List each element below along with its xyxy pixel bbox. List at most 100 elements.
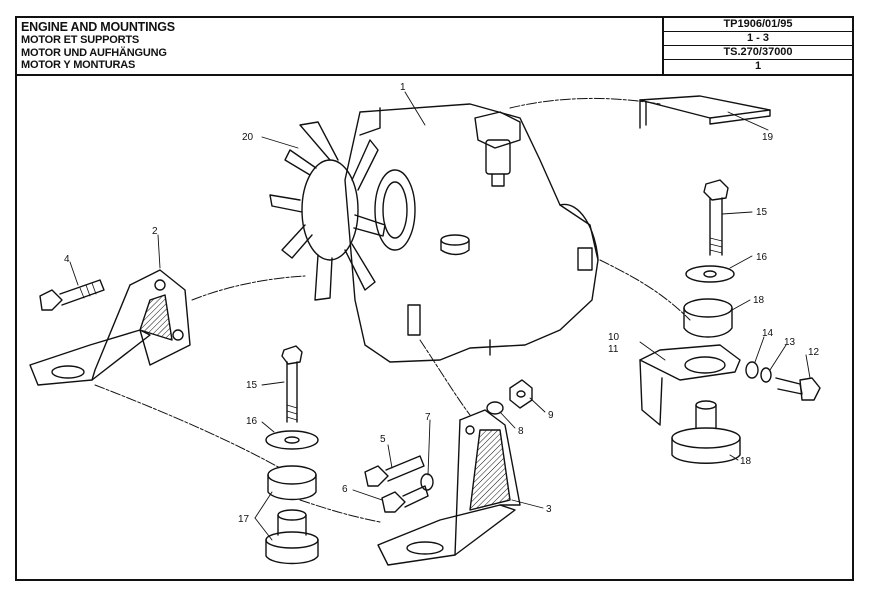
- bracket-3-upright: [459, 409, 521, 506]
- callout-17: 17: [238, 514, 250, 525]
- leader-2: [157, 234, 161, 269]
- leader-15b: [721, 211, 753, 215]
- drawing-sheet: ENGINE AND MOUNTINGS MOTOR ET SUPPORTS M…: [15, 16, 854, 581]
- bolt-15-head: [281, 345, 303, 365]
- engine-assembly: [344, 103, 599, 363]
- engine-top-edge: [359, 107, 381, 136]
- oil-filler-neck: [440, 239, 470, 256]
- bracket-3-base-hole: [406, 541, 444, 555]
- washer-16: [265, 430, 319, 450]
- starter-bracket: [474, 111, 521, 149]
- right-engine-bracket: [377, 409, 521, 566]
- starter-motor: [485, 139, 511, 175]
- leader-20: [261, 136, 299, 149]
- leader-lines: [69, 91, 811, 541]
- leader-8: [499, 411, 516, 429]
- callout-9: 9: [548, 410, 554, 421]
- leader-16b: [729, 255, 753, 269]
- fan-blade-7: [353, 214, 386, 237]
- fan-blade-1: [299, 121, 339, 161]
- callout-15b: 15: [756, 207, 768, 218]
- rubber-mount-upper-top: [267, 465, 317, 485]
- mount-18b-rim: [671, 427, 741, 449]
- nut-9-hole: [516, 390, 526, 398]
- callout-10: 10: [608, 332, 620, 343]
- bolt-4-thread: [79, 282, 97, 299]
- bracket-3-top-hole: [465, 425, 475, 435]
- callout-1: 1: [400, 82, 406, 93]
- engine-block: [344, 103, 599, 363]
- title-german: MOTOR UND AUFHÄNGUNG: [21, 46, 167, 59]
- leader-6: [352, 489, 383, 501]
- bolt-6-head: [381, 491, 406, 513]
- callout-19: 19: [762, 132, 774, 143]
- title-block: ENGINE AND MOUNTINGS MOTOR ET SUPPORTS M…: [17, 18, 852, 76]
- leader-13: [769, 344, 787, 371]
- leader-17a: [254, 491, 273, 519]
- fan-blade-6: [344, 243, 376, 291]
- timing-cover-inner: [382, 181, 408, 239]
- callout-2: 2: [152, 226, 158, 237]
- cooling-fan: [269, 121, 386, 301]
- bolt-6: [381, 485, 429, 513]
- engine-side-plate: [577, 247, 593, 271]
- callout-20: 20: [242, 132, 254, 143]
- rubber-mount-18b: [671, 400, 741, 464]
- callout-16a: 16: [246, 416, 258, 427]
- callout-6: 6: [342, 484, 348, 495]
- callout-labels: 1 2 3 4 5 6 7 8 9 10 11 12 13 14 15 15 1…: [64, 82, 820, 525]
- leader-12: [805, 354, 811, 379]
- leader-17b: [254, 517, 273, 541]
- rubber-mount-lower-top: [277, 509, 307, 521]
- callout-14: 14: [762, 328, 774, 339]
- mount-18b-top: [695, 400, 717, 410]
- curve-3: [419, 339, 471, 416]
- ref-section: 1 - 3: [664, 32, 852, 46]
- rubber-mount-lower-rim: [265, 531, 319, 549]
- curve-18: [599, 259, 691, 321]
- title-english: ENGINE AND MOUNTINGS: [21, 20, 175, 34]
- bolt-15-shank: [286, 361, 298, 423]
- leader-18a: [731, 299, 751, 311]
- washer-16b-hole: [703, 270, 717, 278]
- washer-16-hole: [284, 436, 300, 444]
- bolt-12: [775, 377, 821, 401]
- ref-page: 1: [754, 60, 762, 72]
- ref-document-number: TP1906/01/95: [664, 18, 852, 32]
- bolt-12-shank: [775, 377, 803, 395]
- callout-3: 3: [546, 504, 552, 515]
- bolt-15b-head: [703, 179, 729, 201]
- leader-18b: [729, 454, 739, 461]
- starter-nose: [491, 173, 505, 187]
- curve-17: [94, 384, 281, 469]
- callout-7: 7: [425, 412, 431, 423]
- bolt-5-head: [364, 465, 389, 487]
- front-mount-stack: [265, 345, 319, 565]
- rear-bracket-hole: [684, 356, 726, 374]
- fan-blade-5: [314, 254, 333, 301]
- fan-blade-3: [284, 149, 317, 176]
- oil-filler-cap: [440, 234, 470, 246]
- bracket-3-edge: [454, 419, 461, 556]
- leader-7: [427, 419, 431, 476]
- rubber-mount-18-top: [683, 298, 733, 318]
- bolt-6-shank: [402, 485, 429, 508]
- leader-14: [754, 336, 765, 363]
- rear-bracket-leg: [639, 359, 663, 426]
- engine-mount-lug: [407, 304, 421, 336]
- leader-1: [404, 91, 426, 126]
- rear-bracket-10-11: [639, 344, 741, 426]
- mount-18b-base: [671, 437, 741, 464]
- fan-blade-8: [269, 194, 303, 213]
- callout-16b: 16: [756, 252, 768, 263]
- title-spanish: MOTOR Y MONTURAS: [21, 59, 136, 71]
- spring-washer-13: [760, 367, 772, 383]
- rubber-mount-upper-body: [267, 474, 317, 501]
- callout-18a: 18: [753, 295, 765, 306]
- timing-cover: [374, 169, 416, 251]
- bracket-3-shading: [469, 429, 511, 511]
- rubber-mount-18-body: [683, 307, 733, 338]
- callout-15a: 15: [246, 380, 258, 391]
- callout-5: 5: [380, 434, 386, 445]
